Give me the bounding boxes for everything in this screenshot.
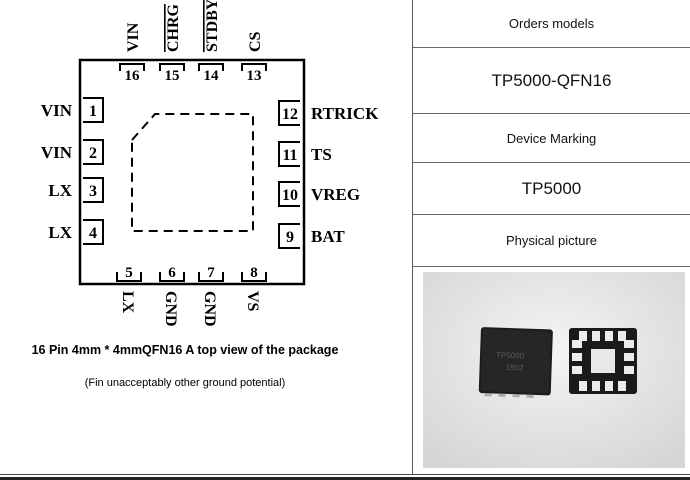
chip-top-view: TP5000 1902 — [478, 327, 553, 398]
chip-photo-svg: TP5000 1902 — [423, 272, 685, 468]
pin-label: VREG — [311, 185, 360, 204]
pin-label: RTRICK — [311, 104, 379, 123]
pin-label: LX — [48, 223, 72, 242]
pin-8: 8VS — [241, 265, 267, 312]
chip-marking-line2: 1902 — [505, 363, 524, 373]
pin-number: 8 — [250, 265, 258, 281]
pin-16: 16 VIN — [119, 22, 145, 84]
exposed-pad — [131, 113, 254, 232]
pin-number: 12 — [282, 106, 298, 123]
pin-number: 14 — [204, 68, 220, 84]
pin-label: LX — [48, 181, 72, 200]
package-caption: 16 Pin 4mm * 4mmQFN16 A top view of the … — [31, 343, 339, 357]
pin-13: 13 CS — [241, 31, 267, 84]
pin-5: 5LX — [116, 265, 142, 314]
pin-14: 14 STDBY — [198, 0, 224, 84]
chip-marking-line1: TP5000 — [496, 351, 525, 361]
package-subcaption: (Fin unacceptably other ground potential… — [84, 377, 286, 389]
pin-number: 1 — [89, 103, 97, 120]
table-divider — [412, 0, 413, 474]
device-marking-header: Device Marking — [413, 114, 690, 163]
pin-number: 16 — [125, 68, 141, 84]
pin-4: 4 LX — [48, 219, 104, 245]
orders-models-header: Orders models — [413, 0, 690, 48]
pin-number: 4 — [89, 225, 97, 242]
pin-3: 3 LX — [48, 177, 104, 203]
pin-15: 15 CHRG — [159, 3, 185, 84]
bottom-rule — [0, 474, 690, 475]
pin-label: VIN — [41, 101, 73, 120]
pin-label: VIN — [41, 143, 73, 162]
pin-label: BAT — [311, 227, 345, 246]
pin-12: 12 RTRICK — [278, 100, 379, 126]
pin-number: 11 — [282, 147, 297, 164]
chip-bottom-view — [569, 328, 637, 394]
pin-number: 13 — [247, 68, 262, 84]
pin-10: 10 VREG — [278, 181, 360, 207]
package-outline — [78, 58, 306, 286]
pin-9: 9 BAT — [278, 223, 345, 249]
pin-label: CS — [247, 31, 264, 52]
pin-number: 2 — [89, 145, 97, 162]
bottom-rule-thick — [0, 477, 690, 480]
pin-2: 2 VIN — [41, 139, 104, 165]
pin-number: 15 — [165, 68, 180, 84]
pin-label: CHRG — [165, 3, 182, 52]
pin-11: 11 TS — [278, 141, 332, 167]
pin-label: LX — [119, 291, 136, 314]
orders-models-value: TP5000-QFN16 — [413, 48, 690, 114]
pin-number: 5 — [125, 265, 133, 281]
pin-label: GND — [201, 291, 218, 327]
pin-label: VIN — [125, 22, 142, 52]
device-marking-value: TP5000 — [413, 163, 690, 215]
ordering-info-table: Orders models TP5000-QFN16 Device Markin… — [413, 0, 690, 474]
pin-label: STDBY — [204, 0, 221, 52]
physical-picture-header: Physical picture — [413, 215, 690, 267]
pin-label: GND — [162, 291, 179, 327]
pin-number: 10 — [282, 187, 298, 204]
pin-number: 3 — [89, 183, 97, 200]
pin-number: 7 — [207, 265, 215, 281]
pin-label: TS — [311, 145, 332, 164]
physical-picture: TP5000 1902 — [423, 272, 685, 468]
pin-number: 6 — [168, 265, 176, 281]
pin-1: 1 VIN — [41, 97, 104, 123]
pin-label: VS — [244, 291, 261, 312]
pin-number: 9 — [286, 229, 294, 246]
